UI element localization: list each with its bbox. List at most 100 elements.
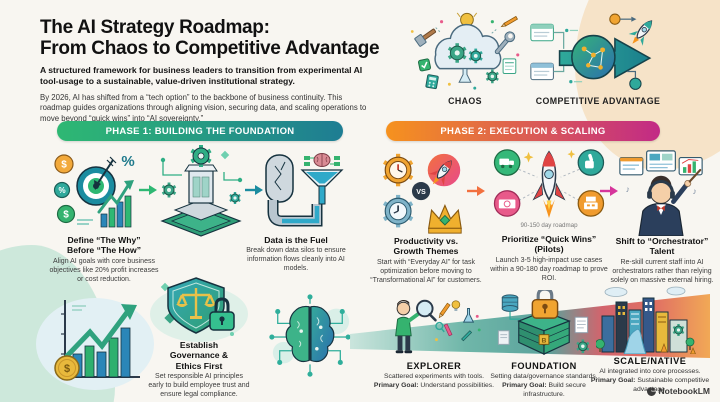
svg-text:$: $ [61,160,67,171]
phase1-banner: PHASE 1: BUILDING THE FOUNDATION [57,121,343,141]
svg-text:%: % [121,153,134,170]
chart-halo [36,298,154,390]
foundation-fortress-icon: B [497,290,590,355]
calculator-icon [425,74,439,90]
title-line1: The AI Strategy Roadmap: [40,17,270,38]
doc-icon [530,62,554,81]
orchestrator-conductor-icon: ♪ ♪ [619,150,703,236]
define-why-desc: Align AI goals with core business object… [49,257,159,283]
lock-icon [531,290,559,319]
pencil-icon [438,302,451,319]
svg-text:$: $ [63,210,69,221]
title-line2: From Chaos to Competitive Advantage [40,37,380,59]
quick-wins-rocket-icon [493,149,605,219]
foundation-pedestal-icon [160,145,243,237]
lock-icon [209,297,235,331]
productivity-block: Productivity vs. Growth Themes Start wit… [366,236,486,285]
brain-chip-icon [304,153,340,167]
rocket-icon [628,20,653,46]
pencil-icon [500,15,519,28]
chaos-label: CHAOS [448,96,482,106]
screen-icon [678,156,703,176]
svg-text:VS: VS [416,188,426,196]
scale-native-label: SCALE/NATIVE [613,356,687,366]
svg-text:♪: ♪ [626,184,630,194]
define-why-block: Define “The Why” Before “The How” Align … [46,235,162,284]
notebooklm-logo-icon [646,386,656,396]
wrench-icon [494,31,516,55]
competitive-advantage-illustration [530,13,653,90]
doc-icon [530,23,554,42]
page-subtitle: A structured framework for business lead… [40,65,363,87]
clock-gear-icon [382,194,414,228]
productivity-desc: Start with “Everyday AI” for task optimi… [370,258,482,284]
svg-text:%: % [58,186,65,195]
governance-shield-icon [160,277,235,336]
define-why-target-icon: $ % $ % [53,153,135,228]
small-gear-icon [576,339,590,354]
pen-icon [461,330,473,342]
phase2-banner: PHASE 2: EXECUTION & SCALING [386,121,660,141]
doc-icon [497,330,510,345]
growth-chart-icon: $ [54,300,140,381]
rocket-icon [428,160,452,186]
quick-wins-title: Prioritize “Quick Wins” (Pilots) [501,234,597,255]
phase2-arrow-1 [467,186,485,196]
phase1-arrow-1 [139,185,157,195]
doc-icon [574,316,589,334]
chaos-cloud-icon [434,23,502,83]
svg-text:$: $ [64,363,70,375]
hammer-icon [414,28,437,47]
orchestrator-title: Shift to “Orchestrator” Talent [615,236,709,257]
chaos-illustration [410,12,520,90]
quick-wins-desc: Launch 3-5 high-impact use cases within … [490,256,608,282]
register-badge [577,190,605,217]
orchestrator-block: Shift to “Orchestrator” Talent Re-skill … [606,236,718,285]
small-gear-icon [485,69,499,84]
checklist-icon [417,58,431,72]
productivity-vs-growth-icon: VS [382,153,462,234]
foundation-desc: Setting data/governance standards. Prima… [490,373,598,398]
explorer-label: EXPLORER [406,361,462,371]
page-intro: By 2026, AI has shifted from a “tech opt… [40,92,367,123]
marker-icon [443,323,453,337]
screen-icon [646,150,676,172]
roadmap-caption: 90-150 day roadmap [520,222,578,229]
note-doc-icon [502,58,517,74]
governance-desc: Set responsible AI principles early to b… [148,372,250,398]
explorer-icon [395,299,481,354]
explorer-block: EXPLORER Scattered experiments with tool… [372,361,496,391]
thumbs-up-badge [577,149,605,176]
data-fuel-desc: Break down data silos to ensure informat… [246,247,346,273]
money-badge [493,190,521,217]
advantage-label: COMPETITIVE ADVANTAGE [535,96,661,106]
svg-text:B: B [542,337,547,344]
data-fuel-block: Data is the Fuel Break down data silos t… [238,235,354,274]
header: The AI Strategy Roadmap: From Chaos to C… [40,17,385,124]
delivery-truck-badge [493,149,521,176]
phase1-arrow-2 [245,185,263,195]
foundation-block: FOUNDATION Setting data/governance stand… [484,361,604,399]
page-title: The AI Strategy Roadmap: From Chaos to C… [40,17,385,59]
brain-circuit-icon [269,294,351,377]
notebooklm-brand: NotebookLM [658,386,710,396]
phase2-arrow-2 [600,186,618,196]
orchestrator-desc: Re-skill current staff into AI orchestra… [610,258,714,284]
scale-native-city-icon [596,286,696,354]
scales-icon [176,288,216,316]
flask-icon [462,308,475,323]
productivity-title: Productivity vs. Growth Themes [393,236,459,257]
svg-text:♪: ♪ [693,186,697,196]
notebooklm-watermark: NotebookLM [646,386,710,396]
governance-title: Establish Governance & Ethics First [169,340,229,371]
define-why-title: Define “The Why” Before “The How” [66,235,141,256]
clock-gear-icon [382,153,414,187]
quick-wins-block: Prioritize “Quick Wins” (Pilots) Launch … [486,234,612,283]
explorer-desc: Scattered experiments with tools. Primar… [373,373,495,389]
data-silo-funnel-icon [265,153,344,227]
crown-icon [428,203,462,234]
foundation-label: FOUNDATION [511,361,577,371]
governance-block: Establish Governance & Ethics First Set … [144,340,254,400]
database-icon [501,294,519,312]
